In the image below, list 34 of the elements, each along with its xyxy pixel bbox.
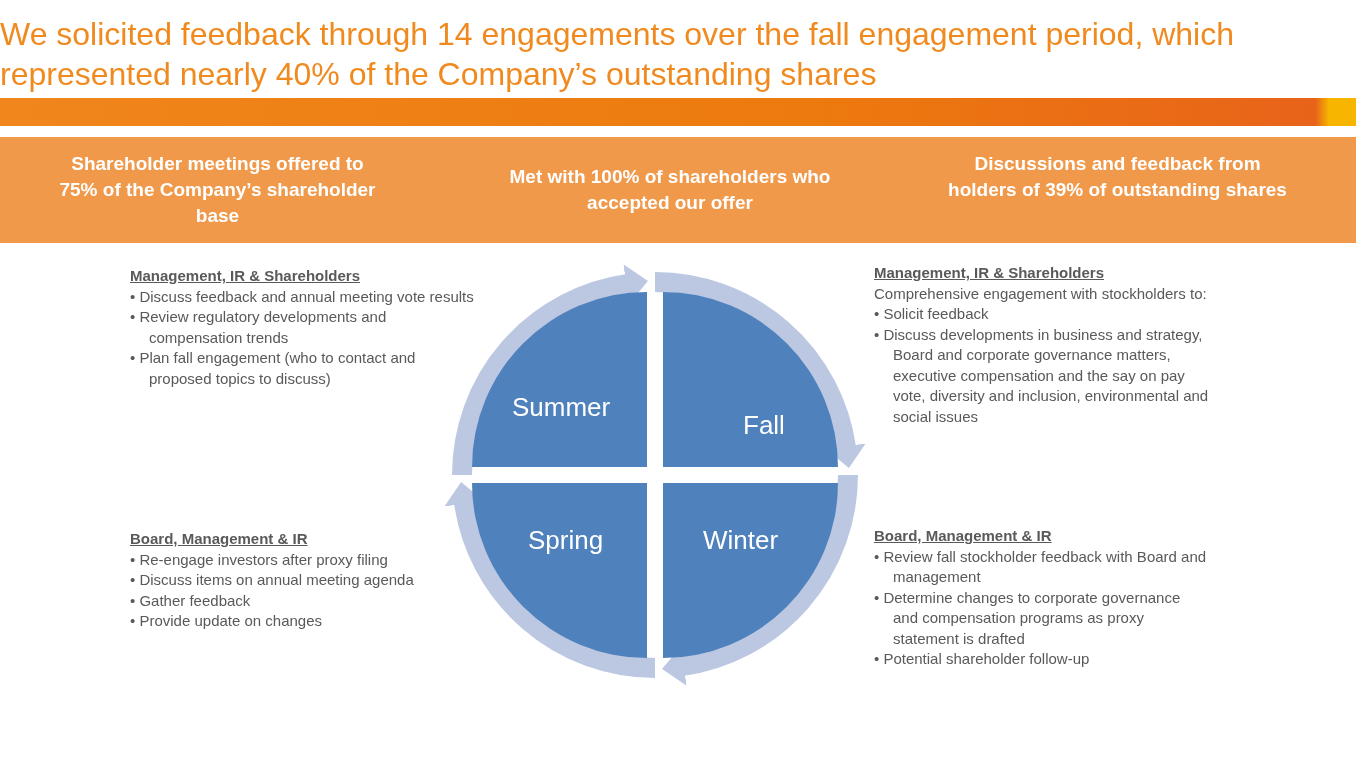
section-heading: Management, IR & Shareholders [130, 266, 362, 286]
quadrant-shape [472, 292, 647, 467]
bullet-item: • Determine changes to corporate governance and compensation programs as proxy statement is drafted [874, 587, 1182, 649]
band-text: Met with 100% of shareholders who accepted our offer [508, 165, 832, 215]
cycle-arrow [662, 474, 858, 686]
bullet-item: • Review regulatory developments and compensation trends [130, 307, 388, 348]
bullet-item: • Provide update on changes [130, 611, 324, 631]
slide-title: We solicited feedback through 14 engagements over the fall engagement period, which represented nearly 40% of the Company’s outstanding shares [0, 15, 1235, 94]
cycle-arrow [452, 264, 648, 476]
bullet-item: • Gather feedback [130, 590, 252, 611]
body-text: Comprehensive engagement with stockholders to: [874, 283, 1208, 304]
season-label: Spring [528, 525, 604, 556]
season-label: Winter [703, 525, 779, 556]
bullet-item: • Discuss items on annual meeting agenda [130, 570, 415, 590]
bullet-item: • Potential shareholder follow-up [874, 649, 1091, 669]
section-heading: Board, Management & IR [130, 529, 309, 549]
bullet-item: • Re-engage investors after proxy filing [130, 549, 389, 570]
quadrant-shape [663, 292, 838, 467]
bullet-item: • Discuss feedback and annual meeting vote results [130, 286, 475, 307]
cycle-arrow [444, 482, 656, 678]
bullet-item: • Review fall stockholder feedback with Board and management [874, 546, 1208, 587]
quadrant-shape [472, 483, 647, 658]
bullet-item: • Solicit feedback [874, 304, 990, 324]
section-heading: Management, IR & Shareholders [874, 263, 1106, 283]
section-heading: Board, Management & IR [874, 526, 1053, 546]
band-text: Discussions and feedback from holders of 39% of outstanding shares [947, 152, 1288, 202]
bullet-item: • Discuss developments in business and strategy, Board and corporate governance matters, executive compensation and the say on pay vote, diversity and inclusion, environmental and social issues [874, 324, 1209, 427]
quadrant-shape [663, 483, 838, 658]
band-text: Shareholder meetings offered to 75% of the Company’s shareholder base [58, 152, 377, 228]
header-band [0, 137, 1356, 243]
cycle-arrow [654, 272, 866, 468]
bullet-item: • Plan fall engagement (who to contact and proposed topics to discuss) [130, 348, 417, 389]
season-label: Summer [512, 392, 611, 423]
season-label: Fall [743, 410, 785, 441]
